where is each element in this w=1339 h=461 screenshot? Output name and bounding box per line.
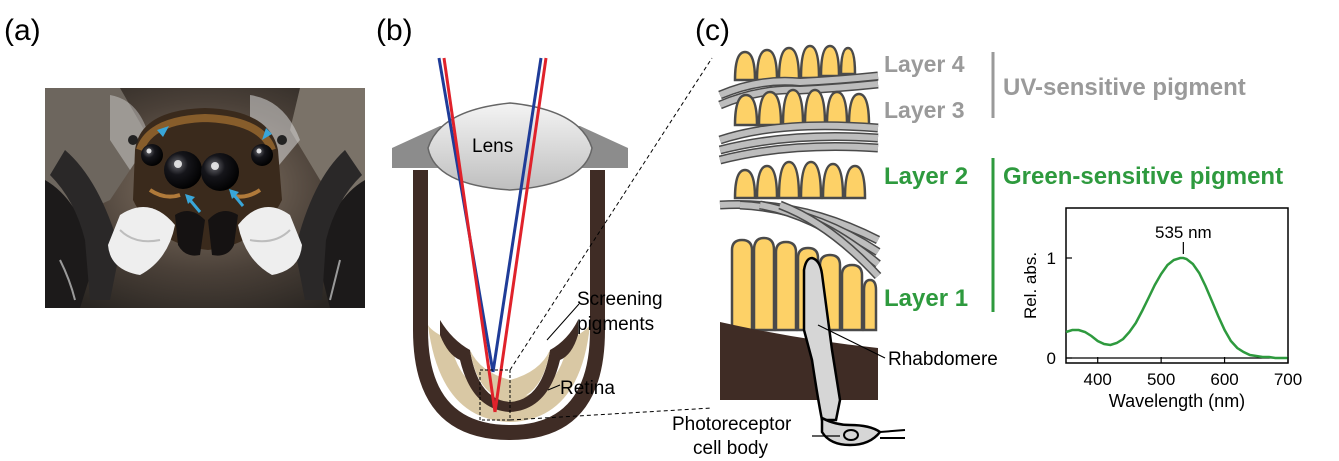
lens-label: Lens xyxy=(472,136,513,157)
green-pigment-label: Green-sensitive pigment xyxy=(1003,163,1283,190)
retina-label: Retina xyxy=(560,378,615,399)
y-tick-label: 0 xyxy=(1047,349,1056,368)
x-tick-label: 500 xyxy=(1147,370,1175,389)
panel-label-a: (a) xyxy=(4,14,41,47)
retina-layers xyxy=(720,46,878,330)
series-line-0 xyxy=(1066,258,1288,358)
absorbance-chart: Rel. abs. Wavelength (nm) 535 nm 400 500 6… xyxy=(1021,208,1302,411)
spider-photo xyxy=(45,88,365,308)
cell-body-label-line1: Photoreceptor xyxy=(672,414,792,435)
layer1-label: Layer 1 xyxy=(884,285,968,312)
screening-label-line2: pigments xyxy=(577,314,654,335)
x-tick-label: 400 xyxy=(1084,370,1112,389)
uv-pigment-label: UV-sensitive pigment xyxy=(1003,74,1246,101)
cell-body-label-line2: cell body xyxy=(693,438,768,459)
x-axis-label: Wavelength (nm) xyxy=(1109,391,1245,411)
peak-annotation: 535 nm xyxy=(1155,223,1212,242)
layer4-label: Layer 4 xyxy=(884,51,965,77)
panel-label-b: (b) xyxy=(376,14,413,47)
y-axis-label: Rel. abs. xyxy=(1021,252,1040,319)
layer2-label: Layer 2 xyxy=(884,163,968,190)
y-tick-label: 1 xyxy=(1047,249,1056,268)
screening-label-line1: Screening xyxy=(577,289,663,310)
x-tick-label: 600 xyxy=(1210,370,1238,389)
x-tick-label: 700 xyxy=(1274,370,1302,389)
rhabdomere-label: Rhabdomere xyxy=(888,349,998,370)
panel-label-c: (c) xyxy=(695,14,730,47)
layer3-label: Layer 3 xyxy=(884,97,965,123)
tissue-base xyxy=(720,322,878,400)
